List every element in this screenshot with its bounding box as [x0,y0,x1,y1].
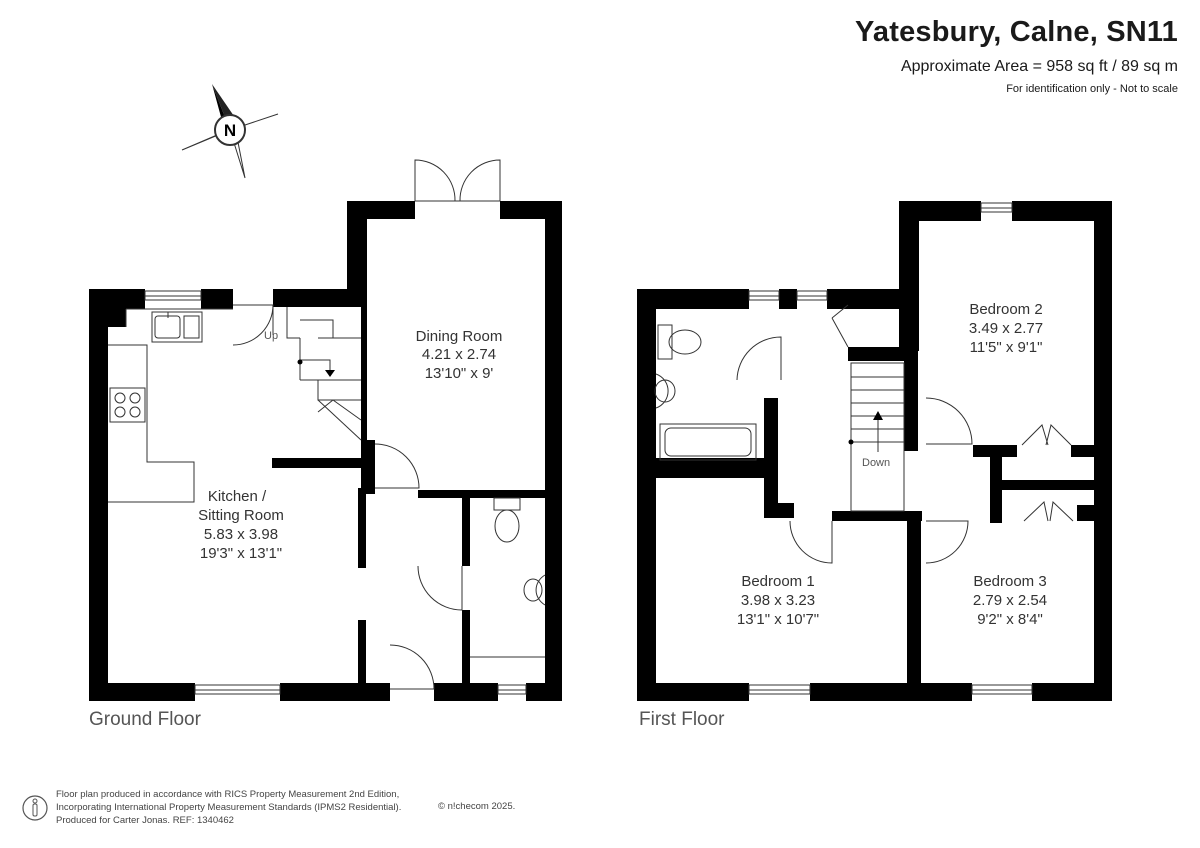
room-kitchen: Kitchen / Sitting Room 5.83 x 3.98 19'3"… [198,488,284,562]
stairs-down-label: Down [862,457,890,469]
dining-metric: 4.21 x 2.74 [422,346,496,363]
bedroom3-imperial: 9'2" x 8'4" [977,611,1043,628]
kitchen-name-line1: Kitchen / [208,488,267,505]
approximate-area: Approximate Area = 958 sq ft / 89 sq m [900,58,1178,75]
ground-floor-fixtures [108,159,546,695]
room-bedroom1: Bedroom 1 3.98 x 3.23 13'1" x 10'7" [737,573,819,628]
room-dining: Dining Room 4.21 x 2.74 13'10" x 9' [416,328,503,382]
kitchen-imperial: 19'3" x 13'1" [200,545,282,562]
stair-down-arrow-icon [873,411,883,420]
bedroom3-metric: 2.79 x 2.54 [973,592,1047,609]
ground-floor-walls [89,201,562,701]
ground-floor-label: Ground Floor [89,709,201,730]
room-bedroom2: Bedroom 2 3.49 x 2.77 11'5" x 9'1" [969,301,1043,356]
compass-label: N [224,121,236,140]
room-bedroom3: Bedroom 3 2.79 x 2.54 9'2" x 8'4" [973,573,1047,628]
kitchen-name-line2: Sitting Room [198,507,284,524]
bedroom1-imperial: 13'1" x 10'7" [737,611,819,628]
bedroom3-name: Bedroom 3 [973,573,1046,590]
bedroom2-metric: 3.49 x 2.77 [969,320,1043,337]
kitchen-metric: 5.83 x 3.98 [204,526,278,543]
stair-arrow-icon [325,370,335,377]
person-icon [22,795,48,821]
footer-notes: Floor plan produced in accordance with R… [56,788,401,827]
identification-note: For identification only - Not to scale [1006,83,1178,95]
bedroom1-name: Bedroom 1 [741,573,814,590]
copyright: © n!checom 2025. [438,801,516,812]
compass-icon: N [181,84,279,179]
footer-line3: Produced for Carter Jonas. REF: 1340462 [56,815,234,826]
footer-line1: Floor plan produced in accordance with R… [56,789,400,800]
dining-name: Dining Room [416,328,503,345]
bedroom1-metric: 3.98 x 3.23 [741,592,815,609]
footer-line2: Incorporating International Property Mea… [56,802,402,813]
dining-imperial: 13'10" x 9' [425,365,494,382]
property-title: Yatesbury, Calne, SN11 [854,16,1178,48]
first-floor-fixtures [654,202,1074,695]
first-floor-walls [637,201,1112,701]
bedroom2-name: Bedroom 2 [969,301,1042,318]
stairs-up-label: Up [264,330,278,342]
first-floor-label: First Floor [639,709,725,730]
bedroom2-imperial: 11'5" x 9'1" [970,339,1043,356]
